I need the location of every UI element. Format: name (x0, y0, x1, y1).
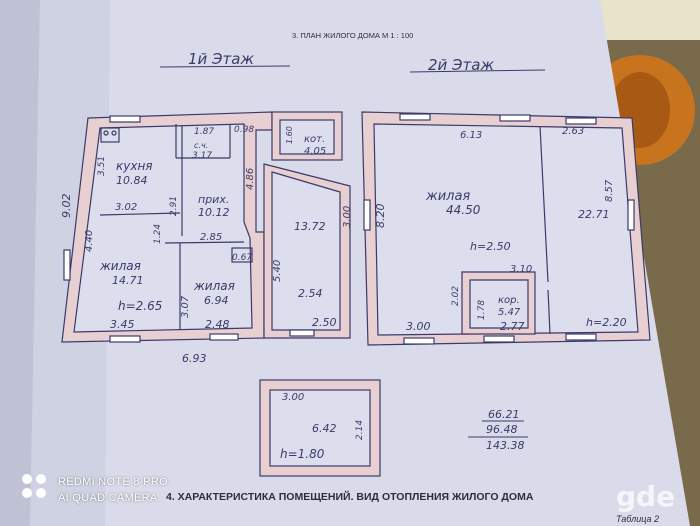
dim-248: 2.48 (205, 318, 230, 331)
bath-area: 3.17 (192, 151, 212, 161)
dim-277: 2.77 (500, 320, 525, 333)
section-title: 3. ПЛАН ЖИЛОГО ДОМА М 1 : 100 (292, 31, 413, 40)
f2-corridor-area: 5.47 (498, 307, 521, 318)
floor2-title: 2й Этаж (428, 56, 494, 74)
f2-living-area: 44.50 (446, 203, 481, 217)
living1-area: 14.71 (112, 274, 144, 287)
dim-820: 8.20 (374, 204, 387, 229)
dim-310: 3.10 (510, 264, 532, 275)
dim-300: 3.00 (342, 206, 353, 228)
dim-302: 3.02 (115, 202, 137, 213)
watermark-camera: AI QUAD CAMERA (58, 492, 158, 504)
total-a: 66.21 (488, 408, 520, 421)
kitchen-area: 10.84 (116, 174, 148, 187)
table-ref: Таблица 2 (616, 514, 659, 524)
kitchen-label: кухня (116, 159, 153, 173)
f2-corridor-label: кор. (498, 295, 520, 306)
dim-486: 4.86 (245, 168, 256, 190)
f2-height-right: h=2.20 (586, 316, 627, 329)
total-b: 96.48 (486, 423, 518, 436)
dim-291: 2.91 (169, 196, 179, 216)
section-footer: 4. ХАРАКТЕРИСТИКА ПОМЕЩЕНИЙ. ВИД ОТОПЛЕН… (166, 490, 534, 503)
f2-living-label: жилая (425, 189, 470, 204)
watermark-device: REDMI NOTE 8 PRO (58, 476, 168, 488)
dim-345: 3.45 (110, 318, 135, 331)
totals: 66.21 96.48 143.38 (468, 408, 528, 452)
dim-160: 1.60 (285, 126, 294, 144)
dim-285: 2.85 (200, 232, 222, 243)
living2-area: 6.94 (204, 294, 229, 307)
basement-dim-right: 2.14 (355, 420, 365, 440)
corridor-area: 13.72 (294, 220, 326, 233)
floor1-plan (61, 111, 351, 343)
dim-613: 6.13 (460, 130, 482, 141)
living1-label: жилая (99, 259, 141, 273)
hall-label: прих. (198, 193, 229, 206)
f2-height: h=2.50 (470, 240, 511, 253)
dim-263: 2.63 (562, 126, 584, 137)
dim-kitchen-w: 3.51 (97, 156, 107, 176)
dim-187: 1.87 (194, 127, 214, 137)
dim-098: 0.98 (234, 125, 254, 135)
dim-857: 8.57 (604, 179, 615, 202)
f2-right-area: 22.71 (578, 208, 610, 221)
basement-area: 6.42 (312, 422, 337, 435)
dim-300-f2: 3.00 (406, 320, 431, 333)
dim-067: 0.67 (232, 253, 252, 263)
floor1-title: 1й Этаж (188, 50, 254, 68)
dim-540: 5.40 (272, 260, 283, 282)
dim-178: 1.78 (477, 300, 487, 320)
boiler-label: кот. (304, 134, 325, 145)
basement-plan (259, 379, 381, 477)
floor2-plan (361, 111, 651, 346)
site-logo: gde (616, 480, 676, 513)
total-sum: 143.38 (486, 439, 525, 452)
dim-254: 2.54 (298, 287, 323, 300)
dim-202: 2.02 (451, 286, 461, 306)
boiler-area: 4.05 (304, 146, 326, 157)
hall-area: 10.12 (198, 206, 230, 219)
dim-height-left: 9.02 (60, 194, 73, 219)
basement-dim-top: 3.00 (282, 392, 304, 403)
dim-440: 4.40 (84, 230, 95, 252)
camera-dots-icon (22, 474, 48, 500)
dim-124: 1.24 (153, 224, 163, 244)
dim-width-bottom: 6.93 (182, 352, 207, 365)
dim-250: 2.50 (312, 316, 337, 329)
dim-307: 3.07 (180, 295, 191, 318)
floor1-height: h=2.65 (118, 299, 162, 313)
basement-height: h=1.80 (280, 447, 325, 461)
living2-label: жилая (193, 279, 235, 293)
bath-code: с.ч. (194, 141, 208, 150)
